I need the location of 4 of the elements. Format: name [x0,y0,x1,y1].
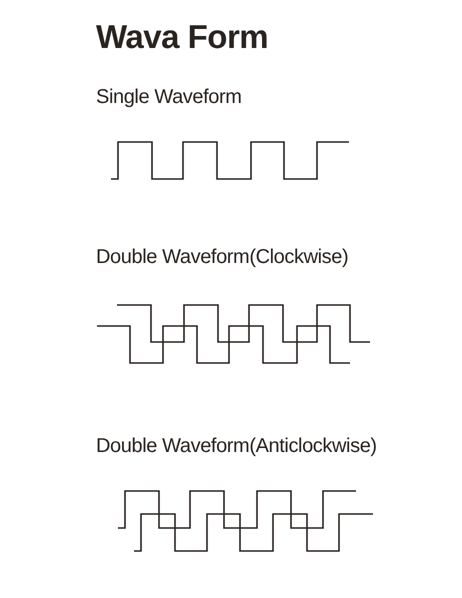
waveform-heading: Double Waveform(Anticlockwise) [96,435,377,458]
waveform-heading: Single Waveform [96,86,242,109]
waveform-heading: Double Waveform(Clockwise) [96,246,348,269]
title: Wava Form [96,18,268,56]
